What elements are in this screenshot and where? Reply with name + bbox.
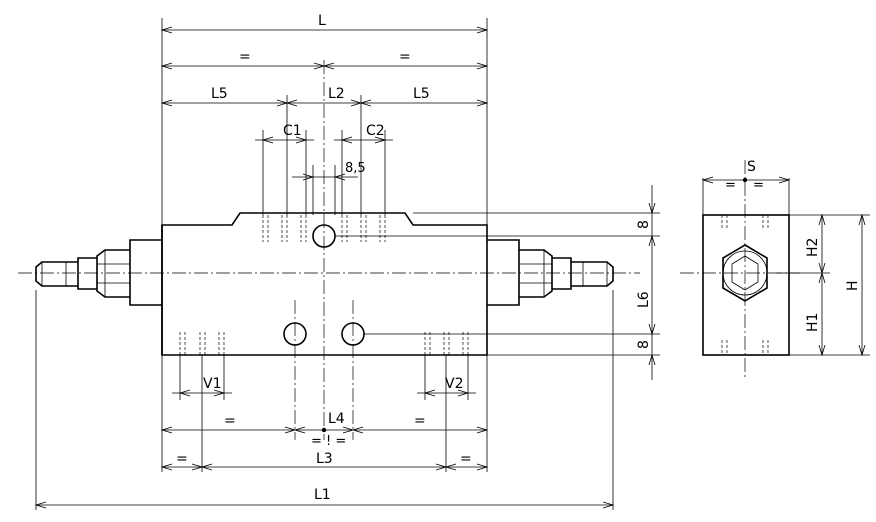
label-eq-L3-right: =	[460, 451, 472, 467]
dimension-lines	[34, 26, 656, 509]
label-8-bottom: 8	[636, 340, 652, 349]
label-eq-left: =	[239, 49, 251, 65]
label-L3: L3	[316, 451, 333, 467]
label-eq-S-left: =	[725, 178, 736, 193]
label-L5-right: L5	[413, 86, 430, 102]
label-L: L	[318, 13, 326, 29]
label-V2: V2	[445, 376, 463, 392]
label-eq-L3-left: =	[176, 451, 188, 467]
label-L1: L1	[314, 487, 331, 503]
label-L2: L2	[328, 86, 345, 102]
label-L6: L6	[636, 291, 652, 308]
label-eq-center: = ! =	[311, 434, 346, 449]
label-H1: H1	[805, 313, 821, 332]
label-H2: H2	[805, 238, 821, 257]
label-S: S	[747, 159, 756, 175]
label-L4: L4	[328, 411, 345, 427]
extension-lines	[35, 18, 870, 510]
label-L5-left: L5	[211, 86, 228, 102]
dimension-labels: L = = L5 L2 L5 C1 C2 8,5 8 L6 8 V1 V2 = …	[176, 13, 861, 503]
label-H: H	[845, 280, 861, 291]
label-eq-bottom-right: =	[414, 413, 426, 429]
label-C2: C2	[366, 123, 385, 139]
valve-block-side-view	[701, 176, 866, 357]
center-lines	[18, 60, 800, 440]
label-V1: V1	[203, 376, 221, 392]
label-eq-S-right: =	[753, 178, 764, 193]
label-8-top: 8	[636, 220, 652, 229]
valve-block-front-view	[35, 212, 614, 356]
label-C1: C1	[283, 123, 302, 139]
label-8-5: 8,5	[345, 161, 366, 176]
label-eq-right: =	[399, 49, 411, 65]
label-eq-bottom-left: =	[224, 413, 236, 429]
